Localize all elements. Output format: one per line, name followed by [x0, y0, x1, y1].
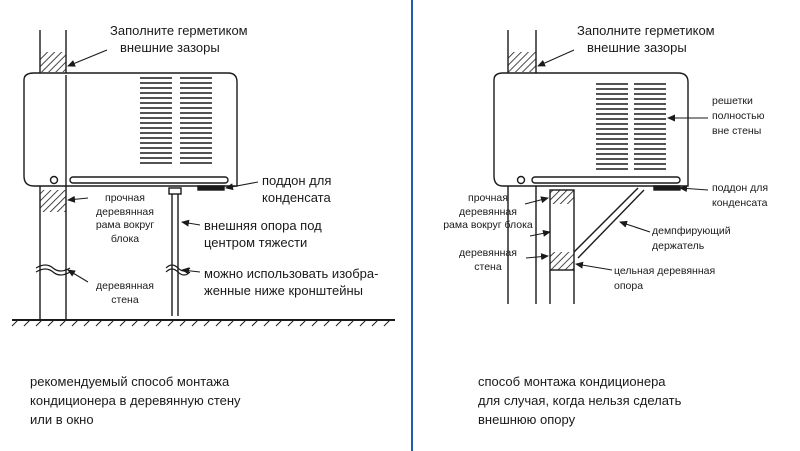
left-leaders	[67, 49, 259, 283]
left-grille-1	[140, 77, 172, 164]
right-caption: способ монтажа кондиционера для случая, …	[478, 374, 682, 427]
left-grille-2	[180, 77, 212, 164]
right-ac-unit	[493, 72, 689, 191]
left-sealant-label: Заполните герметиком внешние зазоры	[110, 23, 248, 55]
right-condensate-tray	[653, 185, 681, 191]
right-grille-label: решетки полностью вне стены	[712, 95, 765, 137]
right-drain-hole	[516, 175, 526, 185]
right-grille-1	[596, 83, 628, 170]
right-diagram	[493, 30, 709, 304]
right-base-rail	[531, 176, 681, 184]
left-ac-unit	[23, 72, 238, 191]
left-drain-hole	[49, 175, 59, 185]
right-solid-support-label: цельная деревянная опора	[614, 265, 716, 292]
left-wall-label: деревянная стена	[96, 280, 154, 306]
right-frame-label: прочная деревянная рама вокруг блока	[443, 192, 533, 231]
right-sealant-label: Заполните герметиком внешние зазоры	[577, 23, 715, 55]
left-base-rail	[69, 176, 229, 184]
left-frame-label: прочная деревянная рама вокруг блока	[95, 192, 155, 245]
right-wall-label: деревянная стена	[459, 247, 517, 273]
left-condensate-tray	[197, 185, 225, 191]
left-diagram	[11, 30, 395, 327]
panel-divider	[411, 0, 413, 451]
right-leaders	[524, 49, 709, 271]
left-tray-label: поддон для конденсата	[262, 173, 332, 205]
left-support-label: внешняя опора под центром тяжести	[204, 218, 322, 250]
left-caption: рекомендуемый способ монтажа кондиционер…	[30, 374, 241, 427]
right-damping-holder	[573, 187, 645, 259]
right-damper-label: демпфирующий держатель	[652, 225, 731, 252]
right-grille-2	[634, 83, 666, 170]
left-brackets-label: можно использовать изобра- женные ниже к…	[204, 266, 379, 298]
left-ground-hatch	[11, 319, 391, 327]
right-tray-label: поддон для конденсата	[712, 182, 769, 209]
left-support-post	[165, 187, 191, 316]
